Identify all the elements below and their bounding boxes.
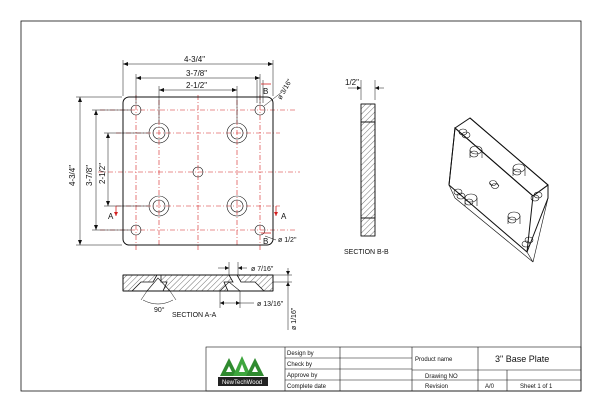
- company-logo: NewTechWood: [218, 356, 268, 386]
- iso-bolt-hole: [512, 163, 526, 176]
- approve-by-label: Approve by: [287, 373, 317, 379]
- iso-center-hole: [489, 180, 500, 189]
- drawing-no-label: Drawing NO: [425, 374, 458, 380]
- dim-hole-spacing-outer: 3-7/8": [186, 69, 207, 78]
- section-bb-label: SECTION B-B: [344, 249, 389, 256]
- section-b-marker-bottom: B: [263, 237, 268, 246]
- dim-thickness: 1/2": [345, 78, 359, 87]
- dim-hole-spacing-inner: 2-1/2": [186, 81, 207, 90]
- bolt-hole: [226, 195, 248, 217]
- dim-corner-hole: ø 3/16": [277, 78, 294, 101]
- dim-height-outer: 3-7/8": [85, 165, 94, 186]
- product-name-label: Product name: [415, 357, 453, 363]
- dim-height-overall: 4-3/4": [68, 165, 77, 186]
- dim-width-overall: 4-3/4": [184, 55, 205, 64]
- dim-depth: ø 1/16": [291, 307, 298, 330]
- sheet-number: Sheet 1 of 1: [520, 384, 553, 390]
- iso-hole: [458, 128, 471, 139]
- design-by-label: Design by: [287, 351, 314, 357]
- section-a-marker-right: A: [281, 212, 287, 221]
- dim-angle: 90°: [154, 306, 165, 314]
- logo-text: NewTechWood: [222, 380, 262, 386]
- iso-bolt-hole: [464, 193, 478, 206]
- iso-bolt-hole: [469, 145, 483, 158]
- center-hole: [192, 166, 204, 178]
- section-a-a-view: 90° ø 7/16" ø 13/16" ø 1/16" SECTION A-A: [122, 262, 298, 330]
- section-b-marker-top: B: [263, 87, 268, 96]
- corner-hole: [130, 104, 142, 116]
- iso-hole: [521, 236, 534, 248]
- section-aa-label: SECTION A-A: [172, 312, 217, 319]
- product-name-value: 3" Base Plate: [495, 354, 549, 364]
- dim-height-inner: 2-1/2": [98, 163, 107, 184]
- check-by-label: Check by: [287, 362, 312, 368]
- iso-bolt-hole: [507, 211, 521, 224]
- section-b-b-view: 1/2" SECTION B-B: [344, 78, 389, 256]
- bolt-hole: [226, 122, 248, 144]
- title-block: NewTechWood Design by Check by Approve b…: [205, 346, 582, 392]
- section-a-marker-left: A: [108, 212, 114, 221]
- revision-label: Revision: [425, 384, 448, 390]
- iso-hole: [530, 191, 543, 202]
- bolt-hole: [148, 122, 170, 144]
- corner-hole: [254, 224, 266, 236]
- isometric-view: [448, 117, 549, 263]
- iso-hole: [453, 188, 466, 200]
- bolt-hole: [148, 195, 170, 217]
- dim-counterbore: ø 7/16": [251, 266, 274, 273]
- front-view: 4-3/4" 3-7/8" 2-1/2" 4-3/4" 3-7/8" 2-1/2…: [68, 55, 300, 252]
- complete-date-label: Complete date: [287, 384, 327, 390]
- dim-bolt-hole: ø 1/2": [278, 237, 297, 244]
- plate-outline: [122, 96, 274, 246]
- corner-hole: [254, 104, 266, 116]
- corner-hole: [130, 224, 142, 236]
- revision-value: A/0: [485, 384, 495, 390]
- dim-countersink: ø 13/16": [257, 301, 284, 308]
